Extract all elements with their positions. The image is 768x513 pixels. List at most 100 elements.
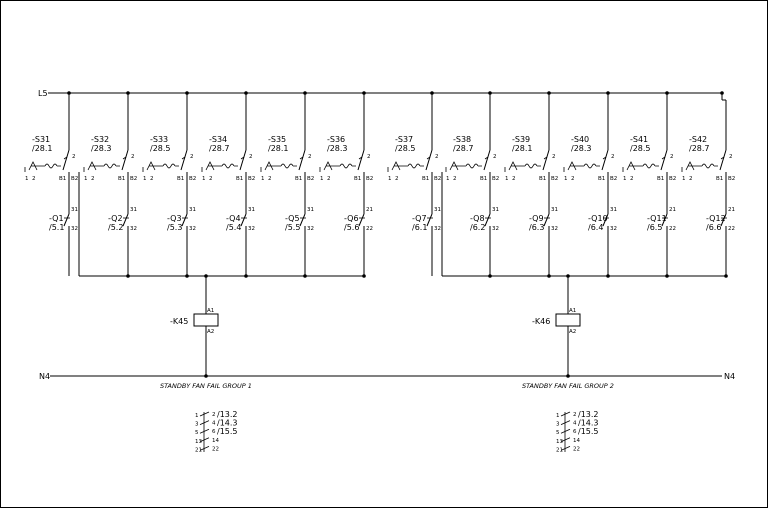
- contact-tag: -Q5: [285, 214, 300, 223]
- switch-ref: /28.7: [209, 144, 230, 153]
- switch-terminal: 2: [611, 154, 615, 160]
- xref-terminal: 21: [195, 447, 202, 453]
- switch-terminal: B1: [295, 176, 302, 182]
- xref-contact: [199, 411, 210, 417]
- contact-tag: -Q6: [344, 214, 359, 223]
- switch-terminal: B1: [716, 176, 723, 182]
- contact-terminal: 31: [248, 207, 255, 213]
- contact-tag: -Q1: [49, 214, 64, 223]
- switch-ref: /28.1: [32, 144, 53, 153]
- switch-tick: [543, 156, 548, 160]
- contact-ref: /5.3: [167, 223, 182, 232]
- xref-terminal: 4: [573, 421, 577, 427]
- xref-terminal: 1: [556, 413, 560, 419]
- contact-terminal: 32: [130, 226, 137, 232]
- switch-terminal: B2: [130, 176, 137, 182]
- switch-terminal: 2: [395, 176, 399, 182]
- switch-ref: /28.3: [571, 144, 592, 153]
- contact-blade: [484, 213, 491, 227]
- switch-tick: [240, 156, 245, 160]
- contact-blade: [602, 213, 609, 227]
- contact-terminal: 31: [130, 207, 137, 213]
- switch-terminal: B2: [71, 176, 78, 182]
- xref-terminal: 3: [556, 422, 560, 428]
- xref-contact: [199, 428, 210, 434]
- contact-tag: -Q8: [470, 214, 485, 223]
- switch-terminal: 2: [453, 176, 457, 182]
- contact-terminal: 31: [492, 207, 499, 213]
- switch-tick: [181, 156, 186, 160]
- switch-terminal: 2: [327, 176, 331, 182]
- switch-tick: [122, 156, 127, 160]
- switch-terminal: 1: [202, 176, 206, 182]
- contact-terminal: 32: [248, 226, 255, 232]
- flow-switch-symbol: [567, 161, 600, 171]
- flow-switch-symbol: [685, 161, 718, 171]
- group-caption: STANDBY FAN FAIL GROUP 2: [522, 382, 614, 390]
- contact-blade: [661, 213, 668, 227]
- switch-terminal: B1: [118, 176, 125, 182]
- switch-terminal: 2: [552, 154, 556, 160]
- flow-switch-symbol: [323, 161, 356, 171]
- junction-dot: [185, 91, 189, 95]
- relay-coil-tag: -K46: [532, 317, 550, 326]
- contact-terminal: 32: [189, 226, 196, 232]
- contact-terminal: 32: [71, 226, 78, 232]
- switch-blade: [719, 149, 727, 171]
- flow-switch-symbol: [28, 161, 61, 171]
- contact-tag: -Q9: [529, 214, 544, 223]
- switch-terminal: 2: [435, 154, 439, 160]
- switch-blade: [483, 149, 491, 171]
- switch-ref: /28.5: [630, 144, 651, 153]
- switch-terminal: 2: [571, 176, 575, 182]
- junction-dot: [303, 91, 307, 95]
- xref-terminal: 5: [195, 430, 199, 436]
- contact-ref: /6.4: [588, 223, 603, 232]
- switch-tag: -S37: [395, 135, 413, 144]
- relay-coil: [193, 313, 219, 327]
- contact-terminal: 31: [71, 207, 78, 213]
- contact-terminal: 22: [669, 226, 676, 232]
- switch-terminal: 2: [32, 176, 36, 182]
- switch-terminal: 2: [689, 176, 693, 182]
- switch-terminal: 1: [84, 176, 88, 182]
- xref-contact: [199, 437, 210, 443]
- switch-terminal: 1: [623, 176, 627, 182]
- switch-terminal: 1: [682, 176, 686, 182]
- junction-dot: [126, 91, 130, 95]
- relay-coil: [555, 313, 581, 327]
- coil-terminal-a1: A1: [569, 308, 576, 314]
- contact-tag: -Q11: [647, 214, 667, 223]
- contact-terminal: 31: [551, 207, 558, 213]
- switch-tick: [63, 156, 68, 160]
- contact-ref: /5.2: [108, 223, 123, 232]
- switch-terminal: 1: [564, 176, 568, 182]
- contact-terminal: 22: [728, 226, 735, 232]
- switch-ref: /28.7: [689, 144, 710, 153]
- switch-terminal: 1: [388, 176, 392, 182]
- rail-label-bottom-left: N4: [39, 372, 50, 381]
- xref-contact: [199, 420, 210, 425]
- switch-terminal: B1: [59, 176, 66, 182]
- xref-terminal: 6: [212, 429, 216, 435]
- switch-terminal: 1: [320, 176, 324, 182]
- xref-terminal: 6: [573, 429, 577, 435]
- switch-ref: /28.3: [327, 144, 348, 153]
- coil-terminal-a2: A2: [569, 329, 576, 335]
- switch-terminal: 2: [209, 176, 213, 182]
- switch-terminal: 2: [493, 154, 497, 160]
- switch-terminal: B2: [669, 176, 676, 182]
- junction-dot: [244, 91, 248, 95]
- switch-tag: -S35: [268, 135, 286, 144]
- switch-terminal: 2: [630, 176, 634, 182]
- flow-switch-symbol: [449, 161, 482, 171]
- switch-terminal: 2: [150, 176, 154, 182]
- contact-terminal: 32: [434, 226, 441, 232]
- junction-dot: [362, 91, 366, 95]
- xref-terminal: 1: [195, 413, 199, 419]
- contact-blade: [358, 213, 365, 227]
- switch-tag: -S36: [327, 135, 345, 144]
- xref-contact: [560, 420, 571, 425]
- xref-terminal: 22: [212, 446, 219, 452]
- switch-tick: [358, 156, 363, 160]
